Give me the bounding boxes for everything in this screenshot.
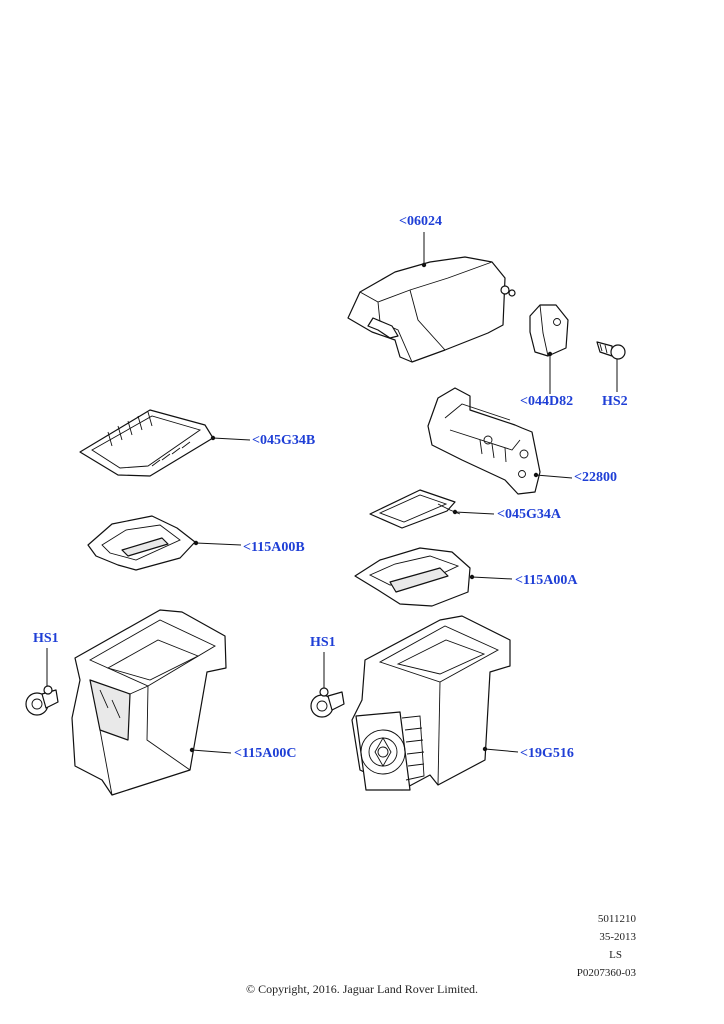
reference-line-4: P0207360-03 xyxy=(576,967,636,979)
bin-right-part xyxy=(351,615,519,791)
tray-left-part xyxy=(87,515,242,571)
callout-fastener-right: HS1 xyxy=(310,635,336,650)
bin-left-part xyxy=(71,609,232,796)
callout-bin-right: <19G516 xyxy=(520,746,574,761)
callout-fastener-left: HS1 xyxy=(33,631,59,646)
callout-armrest: <06024 xyxy=(399,214,442,229)
mat-left-part xyxy=(79,409,251,477)
reference-line-1: 5011210 xyxy=(597,913,636,925)
reference-block: 5011210 35-2013 LS P0207360-03 xyxy=(577,910,636,982)
hinge-bracket-part xyxy=(427,387,573,495)
reference-line-3: LS xyxy=(609,949,622,961)
mat-right-part xyxy=(369,489,495,529)
armrest-lid-part xyxy=(347,232,516,363)
fastener-hs1-left-part xyxy=(25,648,59,716)
callout-hinge-cover: <044D82 xyxy=(520,394,574,409)
callout-mat-right: <045G34A xyxy=(497,507,561,522)
callout-tray-left: <115A00B xyxy=(243,540,305,555)
hinge-cover-part xyxy=(529,304,569,394)
callout-screw-hs2: HS2 xyxy=(602,394,628,409)
callout-bin-left: <115A00C xyxy=(234,746,297,761)
fastener-hs1-right-part xyxy=(310,652,345,718)
copyright-notice: © Copyright, 2016. Jaguar Land Rover Lim… xyxy=(245,982,479,996)
callout-tray-right: <115A00A xyxy=(515,573,578,588)
reference-line-2: 35-2013 xyxy=(599,931,636,943)
tray-right-part xyxy=(354,547,513,607)
callout-hinge-bracket: <22800 xyxy=(574,470,617,485)
screw-hs2-part xyxy=(596,341,626,392)
callout-mat-left: <045G34B xyxy=(252,433,316,448)
